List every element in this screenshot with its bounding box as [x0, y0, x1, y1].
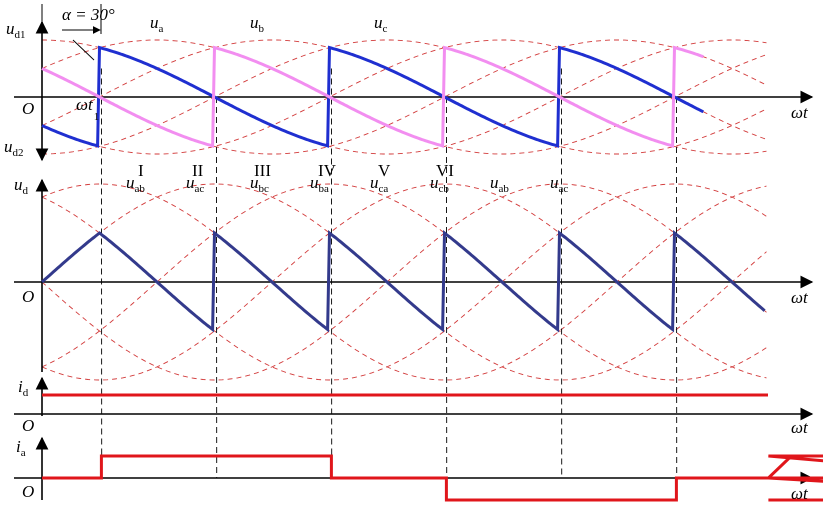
- interval-label: IV: [318, 161, 337, 180]
- origin-label-3: O: [22, 416, 34, 435]
- interval-label: VI: [436, 161, 454, 180]
- axes-layer: [14, 4, 812, 500]
- ua-label: ua: [150, 13, 164, 35]
- uc-label: uc: [374, 13, 388, 35]
- traces-layer: [42, 48, 823, 500]
- ub-label: ub: [250, 13, 265, 35]
- line-voltage-label: uab: [490, 173, 509, 195]
- origin-label-4: O: [22, 482, 34, 501]
- ia-axis-label: ia: [16, 437, 26, 459]
- ud1-axis-label: ud1: [6, 19, 26, 41]
- id-axis-label: id: [18, 377, 29, 399]
- x-axis-label-1: ωt: [791, 103, 809, 122]
- reference-curves-layer: [42, 40, 767, 380]
- origin-label-1: O: [22, 99, 34, 118]
- interval-label: V: [378, 161, 391, 180]
- line-voltage-label: uac: [550, 173, 568, 195]
- origin-label-2: O: [22, 287, 34, 306]
- firing-angle-pointer: [73, 40, 94, 60]
- firing-angle-label: α = 30°: [62, 5, 115, 24]
- guide-lines-layer: [101, 69, 676, 479]
- x-axis-label-3: ωt: [791, 418, 809, 437]
- interval-label: I: [138, 161, 144, 180]
- ud-axis-label: ud: [14, 175, 29, 197]
- firing-point-label: ωt1: [76, 95, 99, 123]
- x-axis-label-2: ωt: [791, 288, 809, 307]
- ud2-axis-label: ud2: [4, 137, 24, 159]
- x-axis-label-4: ωt: [791, 484, 809, 503]
